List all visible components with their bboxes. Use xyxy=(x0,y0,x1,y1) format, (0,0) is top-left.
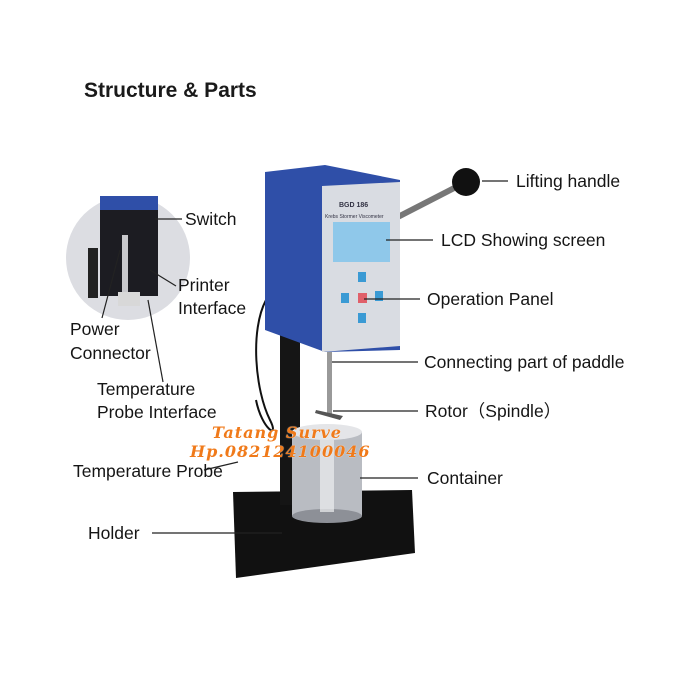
lcd-screen xyxy=(333,222,390,262)
label-temp-interface-2: Probe Interface xyxy=(97,402,217,422)
watermark-name: Tatang Surve xyxy=(212,423,342,442)
label-lifting-handle: Lifting handle xyxy=(516,171,621,191)
holder-base xyxy=(233,490,415,578)
label-connecting-part: Connecting part of paddle xyxy=(424,352,625,372)
watermark-phone: Hp.082124100046 xyxy=(190,442,371,461)
label-switch: Switch xyxy=(185,209,237,229)
label-printer-1: Printer xyxy=(178,275,230,295)
shaft xyxy=(327,352,332,414)
label-printer-2: Interface xyxy=(178,298,247,318)
label-rotor: Rotor（Spindle） xyxy=(425,401,562,421)
handle-ball xyxy=(452,168,480,196)
device-model: BGD 186 xyxy=(339,202,369,209)
label-temperature-probe: Temperature Probe xyxy=(73,461,223,481)
page-title: Structure & Parts xyxy=(84,79,257,102)
rotor-paddle xyxy=(315,410,343,420)
label-power-1: Power xyxy=(70,319,120,339)
device-subtitle: Krebs Stormer Viscometer xyxy=(325,214,384,220)
label-container: Container xyxy=(427,468,503,488)
label-holder: Holder xyxy=(88,523,140,543)
handle-arm xyxy=(390,181,464,223)
label-power-2: Connector xyxy=(70,343,151,363)
label-operation-panel: Operation Panel xyxy=(427,289,554,309)
label-temp-interface-1: Temperature xyxy=(97,379,196,399)
label-lcd: LCD Showing screen xyxy=(441,230,606,250)
